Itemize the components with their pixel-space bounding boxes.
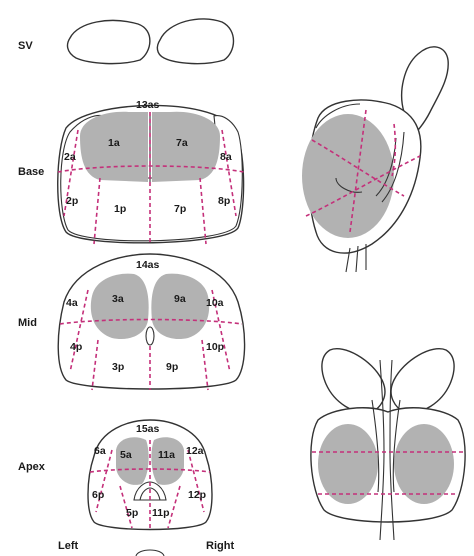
seminal-vesicles xyxy=(66,18,235,65)
zone-10a: 10a xyxy=(206,297,224,309)
apex-label: Apex xyxy=(18,461,46,473)
zone-1a: 1a xyxy=(108,137,120,149)
sv-label: SV xyxy=(18,40,33,52)
zone-12a: 12a xyxy=(186,445,204,457)
zone-8a: 8a xyxy=(220,151,232,163)
zone-3a: 3a xyxy=(112,293,124,305)
right-label: Right xyxy=(206,540,234,552)
zone-14as: 14as xyxy=(136,259,160,271)
zone-12p: 12p xyxy=(188,489,206,501)
zone-5p: 5p xyxy=(126,507,138,519)
zone-9p: 9p xyxy=(166,361,178,373)
zone-13as: 13as xyxy=(136,99,160,111)
zone-9a: 9a xyxy=(174,293,186,305)
zone-5a: 5a xyxy=(120,449,132,461)
zone-4p: 4p xyxy=(70,341,82,353)
zone-4a: 4a xyxy=(66,297,78,309)
zone-2a: 2a xyxy=(64,151,76,163)
zone-7p: 7p xyxy=(174,203,186,215)
zone-3p: 3p xyxy=(112,361,124,373)
zone-11a: 11a xyxy=(158,449,175,461)
mid-label: Mid xyxy=(18,317,37,329)
zone-6p: 6p xyxy=(92,489,104,501)
zone-8p: 8p xyxy=(218,195,230,207)
zone-11p: 11p xyxy=(152,507,170,519)
base-label: Base xyxy=(18,166,44,178)
mid-section xyxy=(57,253,246,391)
zone-6a: 6a xyxy=(94,445,106,457)
zone-7a: 7a xyxy=(176,137,188,149)
left-label: Left xyxy=(58,540,79,552)
base-section xyxy=(57,104,245,245)
sagittal-view xyxy=(302,46,449,273)
zone-10p: 10p xyxy=(206,341,224,353)
zone-15as: 15as xyxy=(136,423,160,435)
apex-section xyxy=(87,419,213,531)
zone-1p: 1p xyxy=(114,203,126,215)
coronal-view xyxy=(310,348,466,541)
zone-2p: 2p xyxy=(66,195,78,207)
